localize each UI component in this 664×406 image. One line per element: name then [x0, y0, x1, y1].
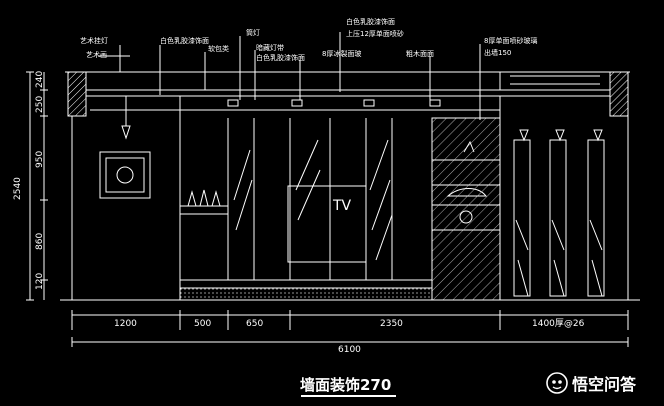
downlights [227, 99, 441, 107]
dim-1400: 1400厚@26 [532, 318, 585, 329]
callout-frosted-glass: 8厚单面喷砂玻璃 [484, 36, 537, 45]
window-box [499, 71, 611, 91]
base-plinth [179, 287, 433, 301]
callout-cracked-glass: 8厚冰裂面玻 [322, 49, 361, 58]
dim-6100: 6100 [338, 345, 361, 355]
watermark-text: 悟空问答 [572, 375, 637, 394]
dim-860: 860 [35, 233, 45, 250]
dim-2350: 2350 [380, 319, 403, 329]
shelf [179, 205, 229, 215]
wukong-logo-icon [546, 372, 568, 394]
glass-reflection [233, 139, 393, 261]
callout-hidden-light-strip: 暗藏灯带 [256, 43, 284, 52]
callout-protrusion: 出墙150 [484, 48, 511, 57]
callout-art-painting: 艺术画 [86, 50, 107, 59]
callout-latex-paint-1: 白色乳胶漆饰面 [160, 36, 209, 45]
bowl-decor [446, 188, 488, 197]
drawing-caption: 墙面装饰270 [300, 376, 392, 394]
callout-soft-pack: 软包类 [208, 44, 229, 53]
right-beam [609, 71, 629, 117]
callout-latex-paint-3: 白色乳胶漆饰面 [346, 17, 395, 26]
callout-art-lamp: 艺术挂灯 [80, 36, 108, 45]
dim-1200: 1200 [114, 319, 137, 329]
dim-250: 250 [35, 96, 45, 113]
dim-950: 950 [35, 151, 45, 168]
pendant-columns [513, 129, 605, 297]
hanging-lamp [121, 125, 131, 140]
left-beam [67, 71, 87, 117]
glass-panel [431, 117, 501, 301]
art-frame-inner [105, 157, 145, 193]
callout-downlight: 筒灯 [246, 28, 260, 37]
art-frame-outer [99, 151, 151, 199]
soffit-lines [86, 89, 610, 118]
dim-500: 500 [194, 319, 211, 329]
callout-frosted-panel: 上压12厚单面喷砂 [346, 29, 404, 38]
dim-650: 650 [246, 319, 263, 329]
figurine [463, 140, 475, 153]
art-motif [116, 166, 134, 184]
callout-wood-surface: 粗木面面 [406, 49, 434, 58]
tv-frame [287, 185, 367, 263]
caption-underline [301, 395, 396, 397]
watermark: 悟空问答 [546, 371, 636, 395]
callout-latex-paint-2: 白色乳胶漆饰面 [256, 53, 305, 62]
decor-items [187, 189, 221, 207]
dim-240: 240 [35, 71, 45, 88]
dim-120: 120 [35, 273, 45, 290]
dim-2540: 2540 [13, 177, 23, 200]
tv-label: TV [332, 198, 352, 214]
